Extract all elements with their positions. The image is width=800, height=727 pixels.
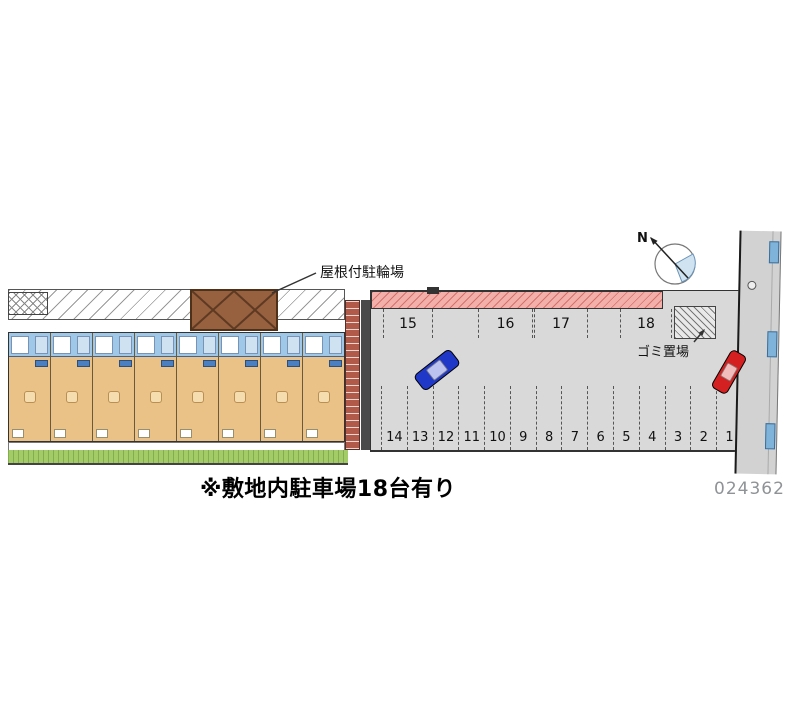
- space-number: 3: [673, 430, 683, 445]
- parking-space-16: 16: [478, 309, 533, 338]
- apartment-unit: [303, 333, 344, 441]
- parking-space: 9: [511, 386, 537, 450]
- parking-space: 10: [485, 386, 511, 450]
- boundary-wall: [361, 300, 370, 450]
- unit-bathroom: [303, 333, 344, 357]
- apartment-unit: [135, 333, 177, 441]
- garbage-area: [674, 306, 716, 339]
- space-number: 18: [637, 315, 655, 332]
- unit-kitchen: [77, 360, 90, 367]
- unit-furniture: [149, 391, 162, 403]
- space-number: 13: [411, 430, 429, 445]
- grass-strip: [8, 450, 348, 465]
- space-number: 9: [519, 430, 528, 445]
- parking-space: 4: [640, 386, 666, 450]
- unit-bathroom: [261, 333, 302, 357]
- space-number: 1: [725, 430, 734, 445]
- unit-bathroom: [177, 333, 218, 357]
- unit-entrance: [96, 429, 108, 438]
- compass-icon: N: [637, 231, 696, 285]
- gate-post: [427, 287, 439, 294]
- unit-furniture: [107, 391, 120, 403]
- covered-bicycle-shed: [190, 289, 278, 331]
- parking-space: 1: [717, 386, 742, 450]
- road-curb-mark: [764, 423, 776, 450]
- unit-kitchen: [161, 360, 174, 367]
- parking-space: 5: [614, 386, 640, 450]
- parking-space: 7: [562, 386, 589, 450]
- garbage-area-label: ゴミ置場: [637, 345, 690, 360]
- parking-space: 12: [434, 386, 460, 450]
- manhole-icon: [747, 280, 757, 290]
- unit-entrance: [180, 429, 192, 438]
- space-number: 14: [386, 430, 403, 445]
- space-number: 8: [544, 430, 554, 445]
- unit-entrance: [264, 429, 276, 438]
- apartment-unit: [93, 333, 135, 441]
- space-number: 16: [496, 315, 515, 332]
- unit-bathroom: [93, 333, 134, 357]
- unit-entrance: [222, 429, 234, 438]
- unit-kitchen: [287, 360, 300, 367]
- apartment-unit: [261, 333, 303, 441]
- unit-kitchen: [203, 360, 216, 367]
- parking-spaces-row: 14 13 12 11 10 9 8: [381, 386, 742, 450]
- apartment-unit: [51, 333, 93, 441]
- site-note: ※敷地内駐車場18台有り: [200, 477, 457, 502]
- parking-space: 2: [691, 386, 718, 450]
- unit-bathroom: [9, 333, 50, 357]
- parking-space: 6: [588, 386, 615, 450]
- apartment-unit: [219, 333, 261, 441]
- road-curb-mark: [766, 331, 778, 358]
- unit-bathroom: [135, 333, 176, 357]
- parking-space: 13: [408, 386, 434, 450]
- space-number: 6: [596, 430, 605, 445]
- unit-entrance: [138, 429, 150, 438]
- north-label: N: [637, 231, 648, 246]
- unit-furniture: [317, 391, 330, 403]
- space-number: 17: [552, 315, 570, 332]
- unit-furniture: [23, 391, 36, 403]
- space-number: 10: [489, 430, 506, 445]
- space-number: 7: [570, 430, 579, 445]
- unit-entrance: [306, 429, 318, 438]
- parking-space: 3: [666, 386, 692, 450]
- annex-crosshatch-box: [8, 292, 48, 315]
- space-number: 12: [437, 430, 455, 445]
- parking-space-15: 15: [383, 309, 433, 338]
- unit-bathroom: [219, 333, 260, 357]
- stairwell-brick: [345, 300, 360, 450]
- parking-space: 8: [537, 386, 563, 450]
- unit-kitchen: [329, 360, 342, 367]
- bicycle-shed-label: 屋根付駐輪場: [320, 265, 404, 281]
- space-number: 2: [699, 430, 708, 445]
- unit-kitchen: [245, 360, 258, 367]
- apartment-unit: [9, 333, 51, 441]
- apartment-unit: [177, 333, 219, 441]
- unit-furniture: [275, 391, 288, 403]
- building-roof-hatch: [8, 289, 345, 320]
- road: [734, 230, 782, 475]
- unit-kitchen: [35, 360, 48, 367]
- space-number: 4: [648, 430, 657, 445]
- space-number: 15: [399, 315, 417, 332]
- watermark: 024362: [714, 479, 785, 499]
- walkway-pink-strip: [371, 291, 663, 309]
- unit-furniture: [191, 391, 204, 403]
- road-curb-mark: [768, 241, 780, 264]
- shed-cross-brace-icon: [191, 290, 277, 330]
- apartment-units-row: [8, 332, 345, 442]
- space-number: 5: [622, 430, 631, 445]
- unit-entrance: [12, 429, 24, 438]
- unit-kitchen: [119, 360, 132, 367]
- unit-furniture: [65, 391, 78, 403]
- space-number: 11: [463, 430, 480, 445]
- unit-furniture: [233, 391, 246, 403]
- parking-space: 11: [459, 386, 486, 450]
- unit-entrance: [54, 429, 66, 438]
- parking-space-18: 18: [620, 309, 672, 338]
- unit-bathroom: [51, 333, 92, 357]
- parking-space-17: 17: [534, 309, 588, 338]
- parking-space: 14: [382, 386, 408, 450]
